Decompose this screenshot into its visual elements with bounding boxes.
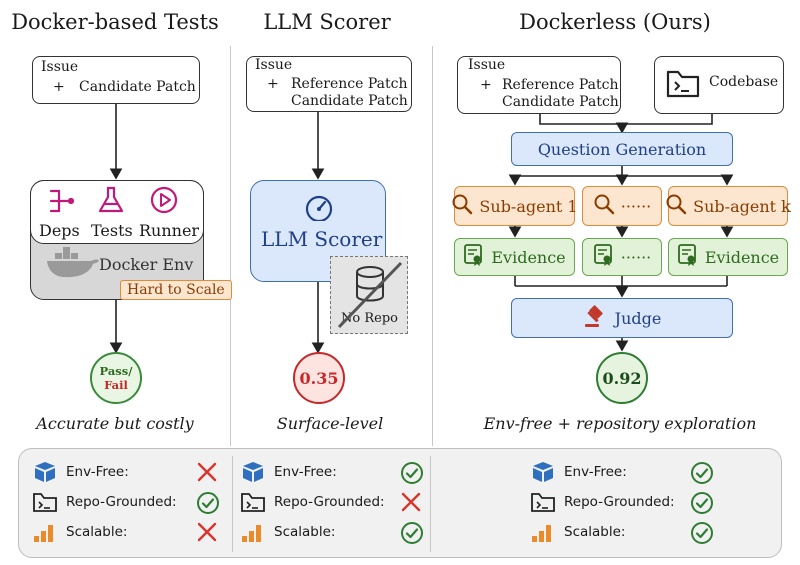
judge-box: Judge (511, 298, 733, 338)
sub-agent-label: Sub-agent k (693, 196, 791, 216)
env-free-box-icon (32, 460, 58, 488)
dockerless-input-box: Issue + Reference Patch Candidate Patch (457, 56, 621, 114)
repo-folder-icon (530, 490, 556, 518)
gavel-icon (583, 304, 609, 332)
deps-icon (49, 189, 75, 213)
issue-label: Issue (41, 59, 79, 75)
sub-agent-box: ······ (582, 186, 662, 226)
plus-sign: + (480, 77, 492, 93)
check-circle-icon (690, 461, 714, 489)
magnifier-icon (665, 193, 687, 219)
evidence-label: ······ (620, 247, 652, 267)
database-icon (356, 266, 384, 302)
gauge-icon (305, 195, 333, 221)
column-title-llm: LLM Scorer (263, 10, 391, 34)
check-circle-icon (400, 461, 424, 489)
sub-agent-label: ······ (620, 196, 652, 216)
reference-patch-label: Reference Patch (502, 77, 619, 93)
plus-sign: + (267, 76, 279, 92)
issue-label: Issue (255, 57, 293, 73)
strike-line (337, 261, 403, 329)
certificate-icon (677, 243, 699, 271)
sub-agent-label: Sub-agent 1 (479, 196, 578, 216)
issue-label: Issue (468, 57, 506, 73)
cross-icon (196, 461, 218, 487)
env-free-box-icon (240, 460, 266, 488)
magnifier-icon (593, 193, 615, 219)
column-title-docker: Docker-based Tests (11, 10, 219, 34)
candidate-patch-label: Candidate Patch (79, 79, 196, 95)
scalable-bars-icon (240, 520, 266, 548)
pass-fail-result: Pass/ Fail (90, 352, 142, 404)
check-circle-icon (690, 491, 714, 519)
check-circle-icon (196, 491, 220, 519)
repo-folder-icon (32, 490, 58, 518)
candidate-patch-label: Candidate Patch (291, 93, 408, 109)
tool-label: Tests (91, 221, 133, 240)
property-label: Env-Free: (274, 464, 337, 480)
folder-terminal-icon (666, 70, 700, 98)
panel-divider (232, 456, 233, 552)
property-label: Repo-Grounded: (274, 494, 385, 510)
no-repo-badge: No Repo (330, 256, 408, 334)
panel-divider (430, 456, 431, 552)
judge-label: Judge (614, 308, 662, 328)
hard-to-scale-badge: Hard to Scale (120, 280, 232, 300)
no-repo-label: No Repo (341, 311, 398, 326)
certificate-icon (463, 243, 485, 271)
column-divider (432, 46, 433, 446)
dockerless-score-result: 0.92 (596, 352, 648, 404)
llm-score-result: 0.35 (293, 352, 345, 404)
property-label: Repo-Grounded: (564, 494, 675, 510)
column-title-dockerless: Dockerless (Ours) (519, 10, 711, 34)
plus-sign: + (53, 79, 65, 95)
question-generation-box: Question Generation (511, 132, 733, 166)
property-label: Scalable: (274, 524, 336, 540)
codebase-label: Codebase (709, 74, 779, 90)
pass-label: Pass/ (99, 364, 133, 378)
docker-env-label: Docker Env (99, 255, 194, 274)
fail-label: Fail (104, 378, 128, 392)
reference-patch-label: Reference Patch (291, 76, 408, 92)
sub-agent-box: Sub-agent k (665, 186, 791, 226)
runner-play-icon (150, 186, 178, 214)
candidate-patch-label: Candidate Patch (502, 94, 619, 110)
property-label: Scalable: (564, 524, 626, 540)
codebase-box: Codebase (654, 56, 784, 114)
check-circle-icon (400, 521, 424, 549)
evidence-box: Evidence (454, 238, 575, 276)
llm-input-box: Issue + Reference Patch Candidate Patch (246, 56, 412, 112)
tests-flask-icon (98, 186, 124, 213)
llm-scorer-label: LLM Scorer (261, 227, 383, 251)
evidence-label: Evidence (491, 247, 566, 267)
property-label: Env-Free: (66, 464, 129, 480)
cross-icon (196, 521, 218, 547)
repo-folder-icon (240, 490, 266, 518)
magnifier-icon (451, 193, 473, 219)
certificate-icon (593, 243, 615, 271)
tool-label: Runner (139, 221, 200, 240)
evidence-box: Evidence (668, 238, 788, 276)
column-divider (230, 46, 231, 446)
caption-llm: Surface-level (276, 414, 384, 433)
caption-dockerless: Env-free + repository exploration (483, 414, 757, 433)
tool-label: Deps (39, 221, 80, 240)
cross-icon (400, 491, 422, 517)
property-label: Env-Free: (564, 464, 627, 480)
docker-whale-icon (47, 247, 99, 278)
evidence-label: Evidence (704, 247, 780, 267)
caption-docker: Accurate but costly (36, 414, 194, 433)
scalable-bars-icon (530, 520, 556, 548)
check-circle-icon (690, 521, 714, 549)
sub-agent-box: Sub-agent 1 (451, 186, 578, 226)
docker-input-box: Issue + Candidate Patch (32, 56, 200, 104)
property-comparison-panel (18, 448, 782, 558)
evidence-box: ······ (582, 238, 662, 276)
property-label: Scalable: (66, 524, 128, 540)
env-free-box-icon (530, 460, 556, 488)
property-label: Repo-Grounded: (66, 494, 177, 510)
scalable-bars-icon (32, 520, 58, 548)
